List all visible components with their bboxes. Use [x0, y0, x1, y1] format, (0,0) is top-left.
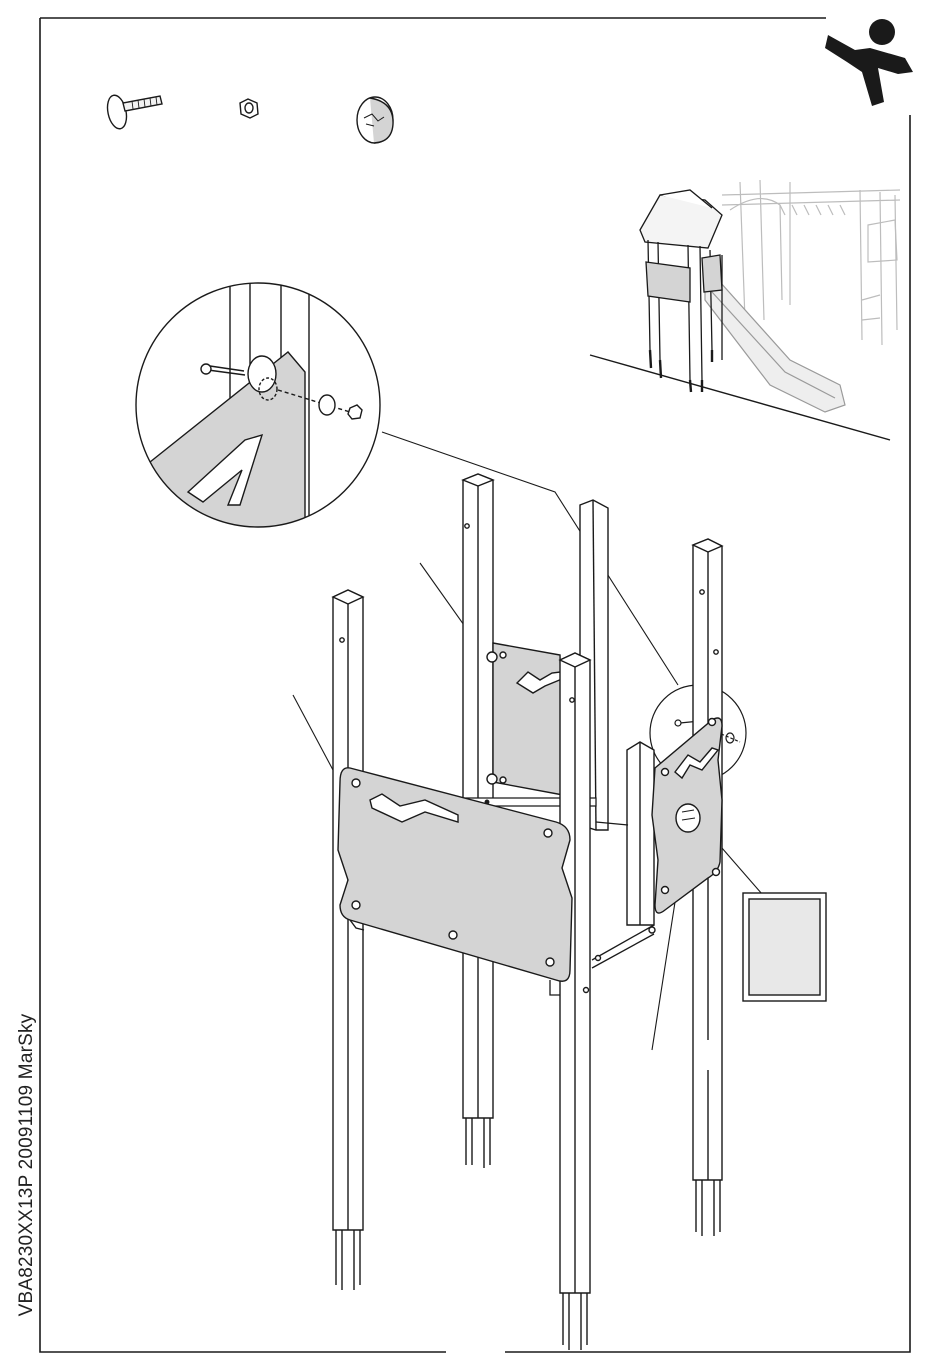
- detail-magnifier: [136, 270, 380, 560]
- carriage-bolt-icon: [105, 94, 162, 131]
- playing-child-logo-icon: [825, 19, 913, 106]
- sign-board: [743, 893, 826, 1001]
- playset-overview: [590, 180, 900, 440]
- dome-cap-icon: [357, 97, 393, 143]
- hex-nut-icon: [240, 99, 258, 118]
- back-panel: [487, 643, 563, 795]
